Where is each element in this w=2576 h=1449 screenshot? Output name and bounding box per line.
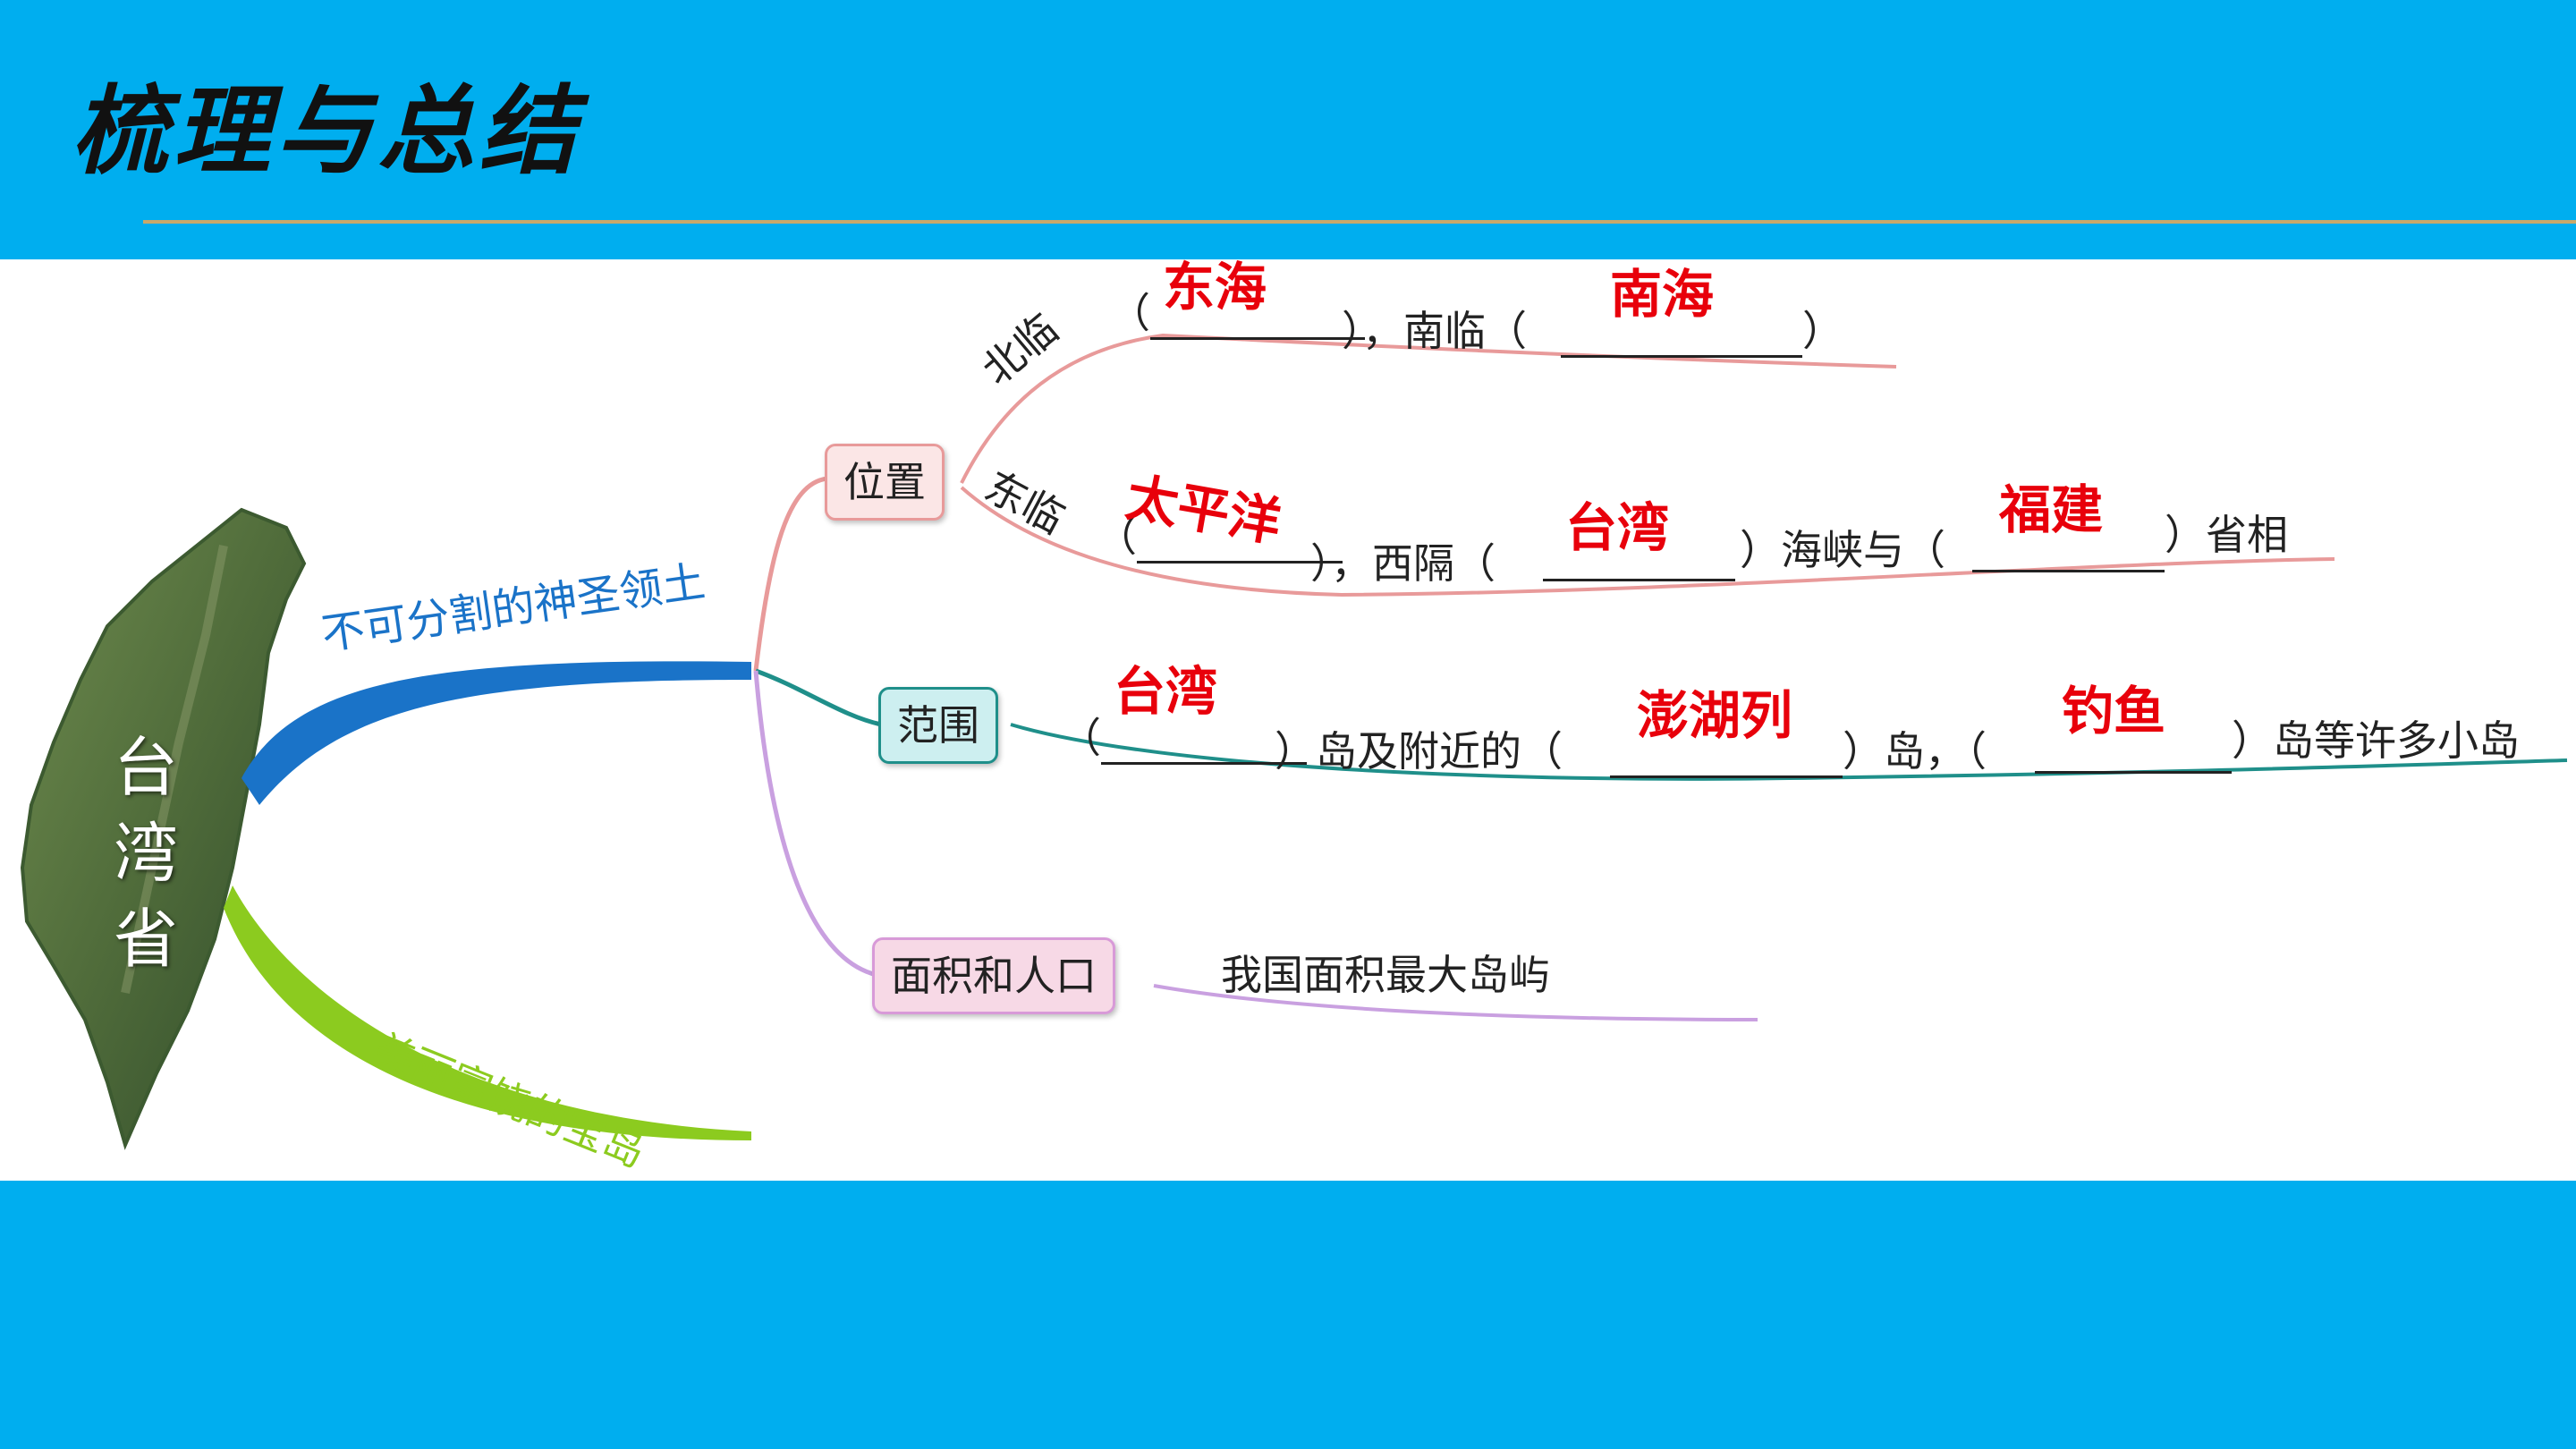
center-label-taiwan-province: 台 湾 省: [106, 724, 186, 982]
west-prefix: ），西隔（: [1310, 539, 1496, 588]
center-label-char: 湾: [113, 816, 178, 891]
branch-sacred-territory: [242, 661, 751, 805]
footer-band: [0, 1181, 2576, 1449]
center-label-char: 省: [113, 902, 178, 977]
range-text-1: ）岛及附近的（: [1275, 727, 1563, 775]
south-prefix: ），南临（: [1342, 307, 1527, 355]
east-blank: （: [1096, 510, 1343, 564]
range-text-2: ）岛，（: [1843, 727, 1987, 775]
west-answer: 台湾: [1565, 497, 1670, 558]
title-divider: [143, 220, 2576, 224]
mind-map-branches: [20, 333, 2568, 1150]
range-blank-1: （: [1060, 711, 1307, 765]
north-blank: （: [1109, 286, 1365, 340]
range-text-3: ）岛等许多小岛: [2232, 716, 2520, 765]
range-answer-1: 台湾: [1114, 661, 1218, 722]
node-range[interactable]: 范围: [878, 687, 998, 764]
mind-map: 台 湾 省 不可分割的神圣领土 美丽富饶的宝岛 位置 范围 面积和人口 北临 （…: [0, 257, 2576, 1181]
north-answer: 东海: [1163, 257, 1267, 318]
header-band: [0, 0, 2576, 259]
south-blank: ）: [1561, 304, 1843, 358]
range-blank-3: [2035, 720, 2232, 774]
province-suffix: ）省相: [2165, 511, 2288, 559]
node-area-population[interactable]: 面积和人口: [872, 937, 1115, 1014]
province-blank: [1972, 519, 2165, 572]
range-blank-2: [1610, 724, 1843, 778]
node-position[interactable]: 位置: [825, 444, 945, 521]
center-label-char: 台: [113, 730, 178, 805]
south-answer: 南海: [1610, 264, 1715, 325]
strait-text: ）海峡与（: [1740, 526, 1945, 574]
province-answer: 福建: [1999, 479, 2104, 540]
page-title: 梳理与总结: [72, 75, 582, 188]
branch-beautiful-island: [224, 886, 751, 1140]
range-answer-2: 澎湖列: [1637, 685, 1793, 746]
area-text: 我国面积最大岛屿: [1221, 951, 1550, 999]
range-answer-3: 钓鱼: [2062, 681, 2166, 741]
west-blank: [1543, 528, 1735, 581]
